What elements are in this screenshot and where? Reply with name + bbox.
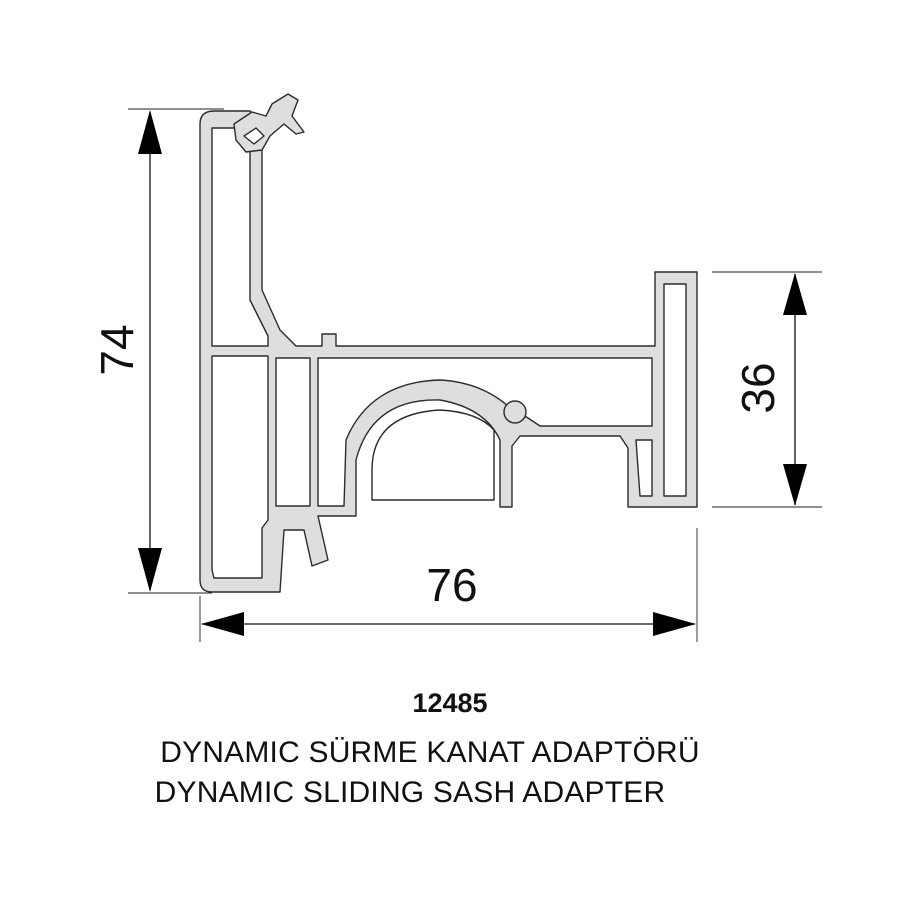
arrow-up-icon	[783, 273, 807, 315]
profile-outline	[199, 110, 698, 593]
arrow-down-icon	[783, 464, 807, 506]
right-outer-chamber	[663, 283, 687, 497]
technical-drawing: 74 36 76	[91, 93, 822, 642]
left-lower-chamber	[211, 355, 269, 579]
dimension-label-74: 74	[91, 324, 143, 375]
round-bead	[503, 400, 527, 424]
arrow-up-icon	[138, 110, 162, 154]
seal-gasket	[233, 93, 305, 153]
product-code: 12485	[412, 688, 488, 718]
right-inner-chamber	[635, 439, 653, 497]
arrow-down-icon	[138, 548, 162, 592]
arrow-left-icon	[201, 612, 244, 636]
profile-cross-section	[199, 93, 698, 593]
dimension-height-left: 74	[91, 108, 224, 594]
dimension-label-36: 36	[732, 362, 784, 413]
dimension-height-right: 36	[712, 271, 822, 508]
product-name-turkish: DYNAMIC SÜRME KANAT ADAPTÖRÜ	[160, 736, 700, 769]
arc-groove	[371, 409, 495, 501]
arrow-right-icon	[653, 612, 696, 636]
dimension-width-bottom: 76	[199, 528, 698, 642]
seal-gasket-hole	[243, 127, 265, 145]
product-name-english: DYNAMIC SLIDING SASH ADAPTER	[154, 776, 666, 809]
dimension-label-76: 76	[426, 559, 477, 611]
middle-chamber	[275, 357, 311, 507]
